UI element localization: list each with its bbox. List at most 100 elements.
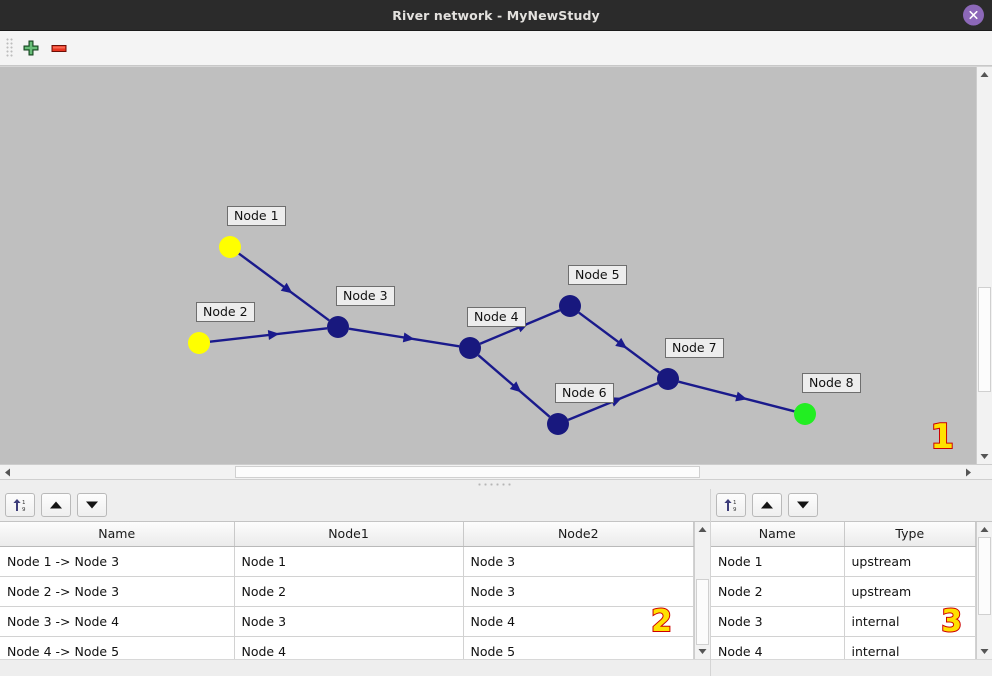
reaches-move-down-button[interactable] <box>77 493 107 517</box>
scroll-right-button[interactable] <box>961 465 976 480</box>
triangle-down-icon <box>86 501 98 509</box>
nodes-move-down-button[interactable] <box>788 493 818 517</box>
nodes-vertical-scrollbar[interactable] <box>976 522 992 659</box>
scroll-down-button[interactable] <box>977 644 992 659</box>
table-cell[interactable]: Node 3 <box>711 606 845 637</box>
graph-node-label[interactable]: Node 3 <box>336 286 395 307</box>
scroll-up-button[interactable] <box>695 522 710 537</box>
table-cell[interactable]: Node 4 <box>463 606 694 637</box>
table-cell[interactable]: Node 2 <box>711 576 845 607</box>
table-cell[interactable]: Node 1 <box>711 546 845 577</box>
column-header[interactable]: Type <box>844 522 977 547</box>
triangle-down-icon <box>980 649 989 654</box>
graph-node-label[interactable]: Node 7 <box>665 338 724 359</box>
edge-arrow-icon <box>735 391 748 402</box>
scroll-down-button[interactable] <box>695 644 710 659</box>
scroll-up-button[interactable] <box>977 522 992 537</box>
nodes-vscroll-thumb[interactable] <box>978 537 992 615</box>
table-cell[interactable]: internal <box>844 636 977 659</box>
table-cell[interactable]: upstream <box>844 546 977 577</box>
table-cell[interactable]: Node 3 <box>463 546 694 577</box>
column-header[interactable]: Name <box>711 522 845 547</box>
table-cell[interactable]: Node 3 -> Node 4 <box>0 606 235 637</box>
graph-node[interactable] <box>188 332 210 354</box>
reaches-vscroll-track[interactable] <box>695 537 710 645</box>
triangle-right-icon <box>966 468 971 477</box>
table-cell[interactable]: Node 1 -> Node 3 <box>0 546 235 577</box>
graph-hscroll-thumb[interactable] <box>235 466 700 478</box>
graph-node[interactable] <box>794 403 816 425</box>
graph-node-label[interactable]: Node 8 <box>802 373 861 394</box>
reaches-vscroll-thumb[interactable] <box>696 579 709 645</box>
graph-node[interactable] <box>219 236 241 258</box>
scroll-left-button[interactable] <box>0 465 15 480</box>
reaches-sort-button[interactable]: 1 9 <box>5 493 35 517</box>
graph-vertical-scrollbar[interactable] <box>976 67 992 464</box>
graph-node-label[interactable]: Node 1 <box>227 206 286 227</box>
scroll-down-button[interactable] <box>977 449 992 464</box>
graph-node[interactable] <box>327 316 349 338</box>
table-cell[interactable]: Node 4 <box>234 636 464 659</box>
network-graph-svg <box>188 236 816 435</box>
graph-node[interactable] <box>559 295 581 317</box>
nodes-sort-button[interactable]: 1 9 <box>716 493 746 517</box>
graph-node-label[interactable]: Node 2 <box>196 302 255 323</box>
window-title: River network - MyNewStudy <box>392 7 600 23</box>
nodes-vscroll-track[interactable] <box>977 537 992 644</box>
graph-node[interactable] <box>547 413 569 435</box>
add-node-button[interactable] <box>17 34 45 62</box>
graph-node-label[interactable]: Node 4 <box>467 307 526 328</box>
reaches-status-bar <box>0 659 710 676</box>
table-cell[interactable]: Node 4 -> Node 5 <box>0 636 235 659</box>
table-cell[interactable]: Node 4 <box>711 636 845 659</box>
graph-node-label[interactable]: Node 5 <box>568 265 627 286</box>
graph-vscroll-thumb[interactable] <box>978 287 991 392</box>
table-cell[interactable]: Node 3 <box>463 576 694 607</box>
table-cell[interactable]: Node 3 <box>234 606 464 637</box>
table-cell[interactable]: Node 5 <box>463 636 694 659</box>
column-header[interactable]: Node2 <box>463 522 694 547</box>
network-graph-canvas[interactable]: Node 1 Node 2 Node 3 Node 4 Node 5 Node 6 Node… <box>0 67 976 464</box>
column-header[interactable]: Node1 <box>234 522 464 547</box>
nodes-move-up-button[interactable] <box>752 493 782 517</box>
scroll-up-button[interactable] <box>977 67 992 82</box>
remove-node-button[interactable] <box>45 34 73 62</box>
table-cell[interactable]: Node 2 <box>234 576 464 607</box>
reaches-move-up-button[interactable] <box>41 493 71 517</box>
table-cell[interactable]: internal <box>844 606 977 637</box>
close-button[interactable] <box>963 4 984 26</box>
column-header[interactable]: Name <box>0 522 235 547</box>
triangle-up-icon <box>980 72 989 77</box>
graph-node[interactable] <box>657 368 679 390</box>
graph-node[interactable] <box>459 337 481 359</box>
toolbar-grip[interactable] <box>6 38 13 58</box>
svg-text:9: 9 <box>22 507 26 513</box>
reaches-vertical-scrollbar[interactable] <box>694 522 710 659</box>
title-bar: River network - MyNewStudy <box>0 0 992 31</box>
table-cell[interactable]: Node 2 -> Node 3 <box>0 576 235 607</box>
graph-hscroll-track[interactable] <box>15 465 961 479</box>
table-cell[interactable]: Node 1 <box>234 546 464 577</box>
panel-splitter[interactable] <box>0 479 992 489</box>
graph-vscroll-track[interactable] <box>977 82 992 449</box>
graph-horizontal-scrollbar[interactable] <box>0 464 992 480</box>
table-cell[interactable]: upstream <box>844 576 977 607</box>
graph-node-label[interactable]: Node 6 <box>555 383 614 404</box>
